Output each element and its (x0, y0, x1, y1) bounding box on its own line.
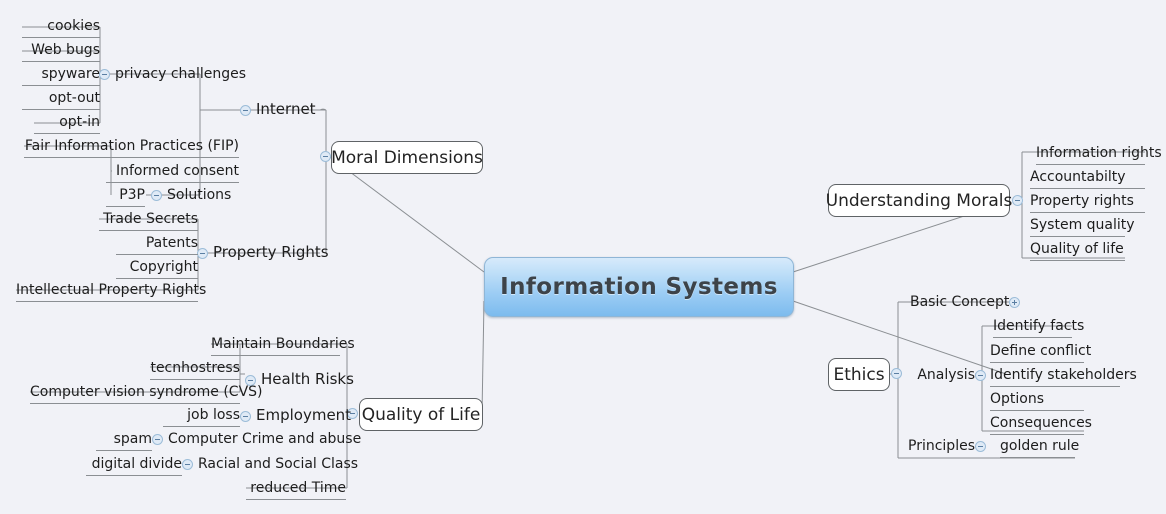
leaf-opt-out[interactable]: opt-out (22, 90, 100, 110)
leaf-job-loss[interactable]: job loss (163, 407, 240, 427)
toggle-moral-dimensions-icon[interactable] (320, 151, 331, 162)
leaf-p3p[interactable]: P3P (106, 187, 145, 207)
leaf-quality-of-life[interactable]: Quality of life (1030, 241, 1125, 261)
toggle-racial-social-class-icon[interactable] (182, 459, 193, 470)
leaf-define-conflict[interactable]: Define conflict (990, 343, 1091, 363)
toggle-privacy-challenges-icon[interactable] (99, 69, 110, 80)
toggle-health-risks-icon[interactable] (245, 375, 256, 386)
node-solutions[interactable]: Solutions (167, 187, 232, 203)
node-internet[interactable]: Internet (256, 100, 316, 118)
toggle-understanding-morals-icon[interactable] (1012, 195, 1023, 206)
branch-understanding-morals[interactable]: Understanding Morals (826, 184, 1012, 217)
toggle-solutions-icon[interactable] (151, 190, 162, 201)
toggle-property-rights-icon[interactable] (197, 248, 208, 259)
leaf-tecnhostress[interactable]: tecnhostress (150, 360, 240, 380)
leaf-golden-rule[interactable]: golden rule (1000, 438, 1079, 458)
central-node[interactable]: Information Systems (484, 257, 794, 317)
node-health-risks[interactable]: Health Risks (261, 370, 354, 388)
leaf-intellectual-property-rights[interactable]: Intellectual Property Rights (16, 282, 206, 302)
leaf-system-quality[interactable]: System quality (1030, 217, 1135, 237)
leaf-options[interactable]: Options (990, 391, 1084, 411)
node-basic-concepts[interactable]: Basic Concepts (910, 294, 1017, 310)
node-principles[interactable]: Principles (908, 438, 975, 454)
node-employment[interactable]: Employment (256, 406, 352, 424)
leaf-identify-stakeholders[interactable]: Identify stakeholders (990, 367, 1137, 387)
node-property-rights[interactable]: Property Rights (213, 243, 329, 261)
toggle-ethics-icon[interactable] (891, 368, 902, 379)
leaf-web-bugs[interactable]: Web bugs (22, 42, 100, 62)
node-reduced-time[interactable]: reduced Time (246, 480, 346, 500)
leaf-informed-consent[interactable]: Informed consent (106, 163, 239, 183)
leaf-property-rights[interactable]: Property rights (1030, 193, 1145, 213)
toggle-internet-icon[interactable] (240, 105, 251, 116)
toggle-principles-icon[interactable] (975, 441, 986, 452)
leaf-digital-divide[interactable]: digital divide (86, 456, 182, 476)
leaf-patents[interactable]: Patents (116, 235, 198, 255)
node-privacy-challenges[interactable]: privacy challenges (115, 66, 247, 82)
leaf-copyright[interactable]: Copyright (116, 259, 198, 279)
leaf-spam[interactable]: spam (96, 431, 152, 451)
leaf-maintain-boundaries[interactable]: Maintain Boundaries (211, 336, 355, 356)
toggle-quality-of-life-icon[interactable] (347, 408, 358, 419)
toggle-basic-concepts-icon[interactable] (1009, 297, 1020, 308)
leaf-accountability[interactable]: Accountabilty (1030, 169, 1145, 189)
leaf-fair-information-practices[interactable]: Fair Information Practices (FIP) (24, 138, 239, 158)
leaf-spyware[interactable]: spyware (22, 66, 100, 86)
branch-quality-of-life[interactable]: Quality of Life (359, 398, 483, 431)
node-racial-and-social-class[interactable]: Racial and Social Class (198, 456, 359, 472)
toggle-computer-crime-icon[interactable] (152, 434, 163, 445)
leaf-opt-in[interactable]: opt-in (34, 114, 100, 134)
branch-ethics[interactable]: Ethics (828, 358, 890, 391)
leaf-cookies[interactable]: cookies (22, 18, 100, 38)
leaf-computer-vision-syndrome[interactable]: Computer vision syndrome (CVS) (30, 384, 263, 404)
toggle-employment-icon[interactable] (240, 411, 251, 422)
branch-moral-dimensions[interactable]: Moral Dimensions (331, 141, 483, 174)
leaf-trade-secrets[interactable]: Trade Secrets (99, 211, 198, 231)
leaf-information-rights[interactable]: Information rights (1036, 145, 1162, 165)
leaf-identify-facts[interactable]: Identify facts (993, 318, 1084, 338)
node-computer-crime-and-abuse[interactable]: Computer Crime and abuse (168, 431, 362, 447)
toggle-analysis-icon[interactable] (975, 370, 986, 381)
node-analysis[interactable]: Analysis (917, 367, 975, 383)
leaf-consequences[interactable]: Consequences (990, 415, 1092, 435)
